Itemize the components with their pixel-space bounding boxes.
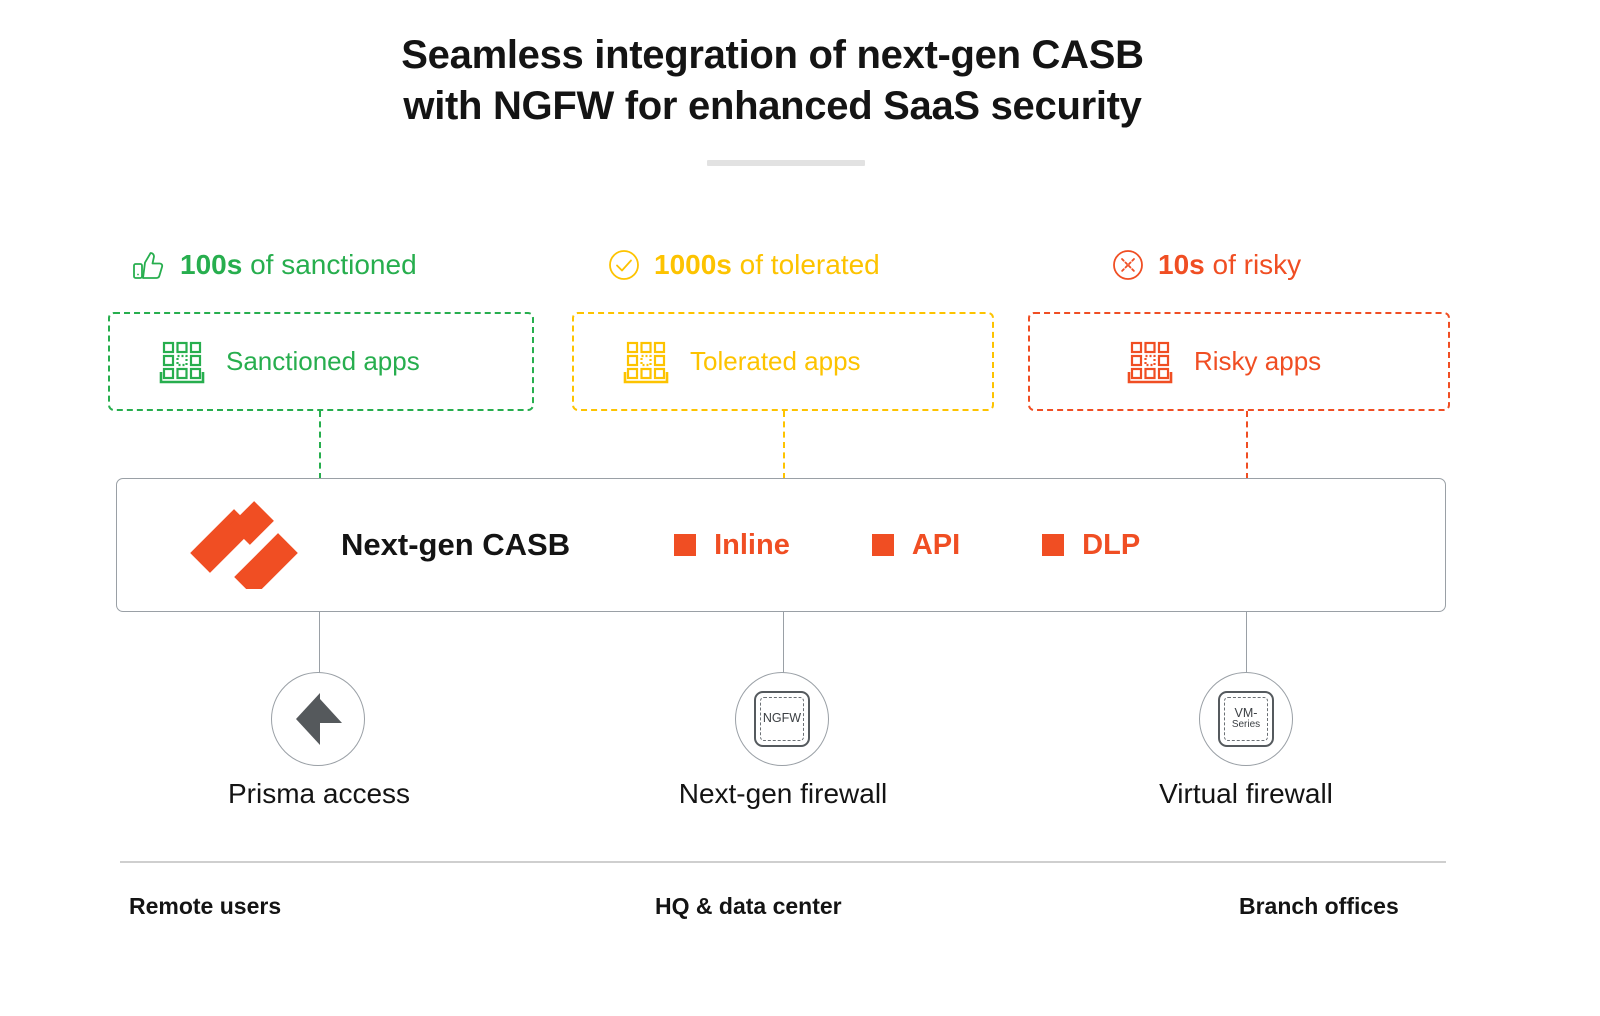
vm-chip-label-line2: Series <box>1231 719 1261 731</box>
title-line-1: Seamless integration of next-gen CASB <box>401 33 1144 77</box>
node-label-prisma-access: Prisma access <box>227 778 411 809</box>
node-stem-prisma <box>319 612 320 674</box>
category-column-risky: 10s of risky <box>1028 248 1450 411</box>
thumbs-up-icon <box>133 252 164 279</box>
category-column-sanctioned: 100s of sanctioned <box>108 248 534 411</box>
x-circle-icon <box>1113 250 1143 280</box>
category-count-tolerated: 1000s of tolerated <box>654 249 880 280</box>
title-divider <box>707 160 865 166</box>
square-swatch-icon <box>674 534 697 556</box>
category-header-risky: 10s of risky <box>1028 248 1301 282</box>
footer-divider <box>120 861 1446 863</box>
footer-label-hq-data-center: HQ & data center <box>655 893 842 919</box>
title-line-2: with NGFW for enhanced SaaS security <box>403 84 1142 129</box>
category-column-tolerated: 1000s of tolerated <box>572 248 994 411</box>
node-label-next-gen-firewall: Next-gen firewall <box>678 778 888 809</box>
page-title: Seamless integration of next-gen CASB wi… <box>0 30 1545 132</box>
ngfw-chip-icon: NGFW <box>754 691 810 747</box>
casb-mode-inline[interactable]: Inline <box>674 529 790 562</box>
apps-label-tolerated: Tolerated apps <box>690 346 861 376</box>
prisma-logo-icon <box>296 693 342 745</box>
check-circle-icon <box>609 250 639 280</box>
apps-box-risky: Risky apps <box>1028 312 1450 411</box>
vm-chip-label-line1: VM- <box>1234 706 1258 721</box>
node-label-virtual-firewall: Virtual firewall <box>1159 778 1333 809</box>
category-count-risky: 10s of risky <box>1158 249 1302 280</box>
square-swatch-icon <box>871 534 894 556</box>
category-count-sanctioned: 100s of sanctioned <box>180 249 417 280</box>
node-prisma-access[interactable] <box>271 672 365 766</box>
apps-label-sanctioned: Sanctioned apps <box>226 346 420 376</box>
palo-alto-networks-logo <box>190 501 298 589</box>
apps-label-risky: Risky apps <box>1194 346 1322 376</box>
casb-mode-dlp[interactable]: DLP <box>1042 529 1140 562</box>
apps-box-sanctioned: Sanctioned apps <box>108 312 534 411</box>
connector-tolerated <box>783 411 785 479</box>
category-header-sanctioned: 100s of sanctioned <box>108 248 417 282</box>
casb-title: Next-gen CASB <box>341 527 571 562</box>
node-virtual-firewall[interactable]: VM- Series <box>1199 672 1293 766</box>
connector-sanctioned <box>319 411 321 479</box>
casb-mode-label: DLP <box>1082 528 1141 561</box>
ngfw-chip-label: NGFW <box>762 711 802 726</box>
node-stem-vm <box>1246 612 1247 674</box>
connector-risky <box>1246 411 1248 479</box>
apps-grid-icon <box>1127 341 1173 383</box>
casb-mode-api[interactable]: API <box>871 528 961 562</box>
node-next-gen-firewall[interactable]: NGFW <box>735 672 829 766</box>
apps-grid-icon <box>159 341 205 383</box>
casb-mode-label: API <box>911 528 961 561</box>
vm-series-chip-icon: VM- Series <box>1218 691 1274 747</box>
node-stem-ngfw <box>783 612 784 674</box>
category-header-tolerated: 1000s of tolerated <box>572 248 880 282</box>
footer-label-remote-users: Remote users <box>129 893 282 919</box>
square-swatch-icon <box>1042 534 1065 556</box>
next-gen-casb-bar[interactable]: Next-gen CASB Inline API DLP <box>116 478 1446 612</box>
apps-box-tolerated: Tolerated apps <box>572 312 994 411</box>
casb-mode-list: Inline API DLP <box>674 529 1140 562</box>
footer-label-branch-offices: Branch offices <box>1239 893 1399 919</box>
casb-mode-label: Inline <box>714 528 790 561</box>
apps-grid-icon <box>623 341 669 383</box>
